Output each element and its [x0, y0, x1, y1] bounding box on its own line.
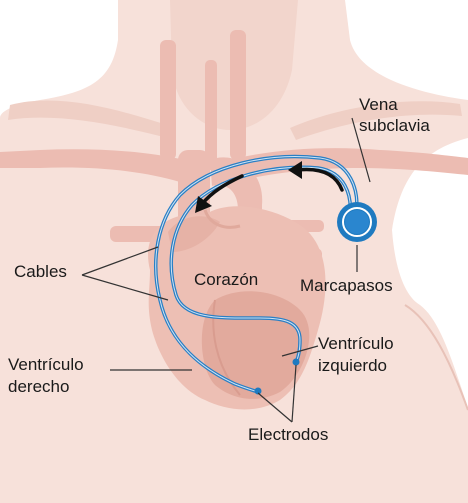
- label-ventriculo-izquierdo-line1: Ventrículo: [318, 334, 394, 354]
- label-vena-line1: Vena: [359, 95, 398, 115]
- pacemaker-icon: [337, 202, 377, 242]
- label-vena-line2: subclavia: [359, 116, 430, 136]
- label-ventriculo-derecho-line1: Ventrículo: [8, 355, 84, 375]
- label-ventriculo-derecho-line2: derecho: [8, 377, 69, 397]
- label-marcapasos: Marcapasos: [300, 276, 393, 296]
- label-electrodos: Electrodos: [248, 425, 328, 445]
- label-corazon: Corazón: [194, 270, 258, 290]
- electrode-tip-left: [293, 359, 300, 366]
- label-ventriculo-izquierdo-line2: izquierdo: [318, 356, 387, 376]
- label-cables: Cables: [14, 262, 67, 282]
